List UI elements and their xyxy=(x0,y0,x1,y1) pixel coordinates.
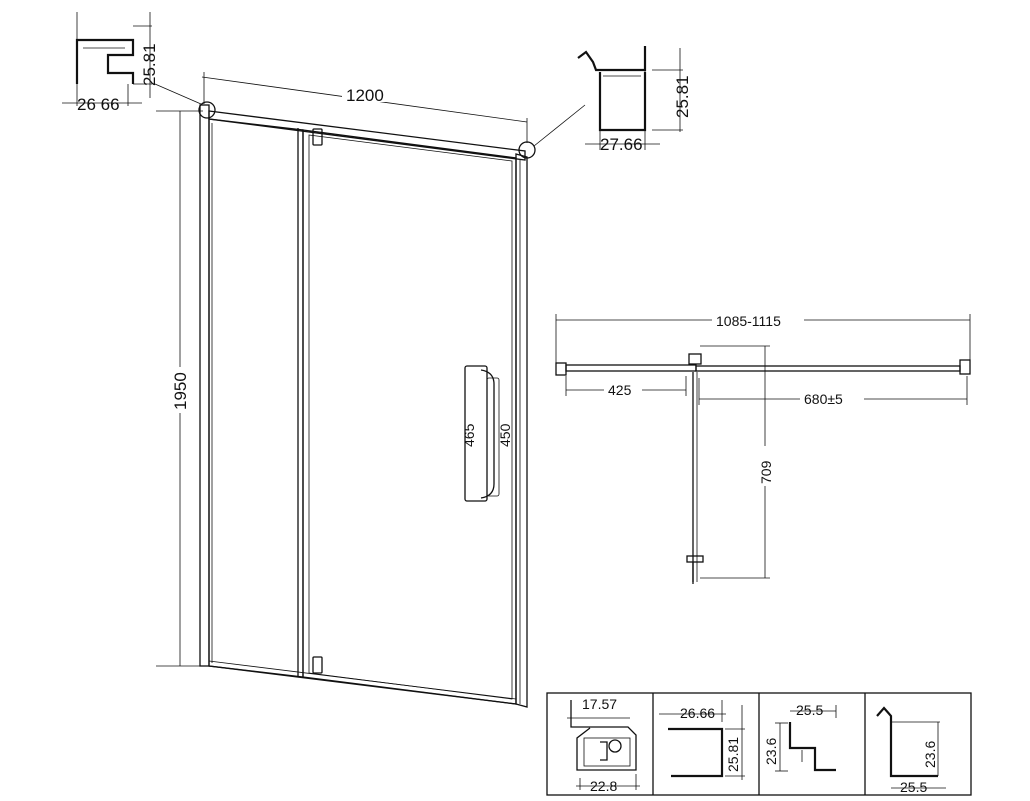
profile-cell-2-top-label: 26.66 xyxy=(680,705,715,721)
profile-cell-4: 23.6 25.5 xyxy=(876,706,946,795)
wall-profile-right xyxy=(515,153,528,708)
plan-view: 1085-1115 425 680±5 709 xyxy=(555,311,971,584)
profile-cell-3-top-label: 25.5 xyxy=(796,702,823,718)
leader-line-right xyxy=(533,104,586,147)
plan-hinge xyxy=(688,353,702,365)
leader-line-left xyxy=(154,83,202,105)
profile-detail-top-left: 25.81 26 66 xyxy=(62,12,159,114)
profile-cell-2-side-label: 25.81 xyxy=(725,737,741,772)
profile-cell-3: 25.5 23.6 xyxy=(763,702,837,772)
profile-top-left-height-label: 25.81 xyxy=(140,43,159,86)
door-elevation xyxy=(199,104,528,708)
profile-top-right-height-label: 25.81 xyxy=(673,75,692,118)
profile-cell-1-top-label: 17.57 xyxy=(582,696,617,712)
plan-wall-profile-right xyxy=(959,359,971,375)
overall-height-label: 1950 xyxy=(171,372,190,410)
profile-cell-4-side-label: 23.6 xyxy=(922,741,938,768)
plan-fixed-panel xyxy=(565,364,697,372)
swing-depth-label: 709 xyxy=(758,460,774,484)
profile-table: 17.57 22.8 26.66 25.81 25.5 23.6 xyxy=(546,692,972,796)
install-range-label: 1085-1115 xyxy=(716,313,781,329)
detail-callout-left xyxy=(198,101,216,119)
fixed-part-label: 425 xyxy=(608,382,632,398)
fixed-panel xyxy=(208,118,304,678)
door-panel xyxy=(302,129,517,705)
wall-profile-left xyxy=(199,104,210,667)
profile-detail-top-right: 25.81 27.66 xyxy=(577,46,692,154)
hinge-top xyxy=(312,128,323,146)
profile-cell-4-bottom-label: 25.5 xyxy=(900,779,927,795)
profile-cell-1-bottom-label: 22.8 xyxy=(590,778,617,794)
door-opening-label: 680±5 xyxy=(804,391,843,407)
overall-width-dimension: 1200 xyxy=(201,72,528,143)
profile-top-right-width-label: 27.66 xyxy=(600,135,643,154)
profile-top-left-width-label: 26 66 xyxy=(77,95,120,114)
profile-cell-1: 17.57 22.8 xyxy=(567,696,640,794)
hinge-bottom xyxy=(312,656,323,674)
profile-cell-3-side-label: 23.6 xyxy=(763,738,779,765)
overall-height-dimension: 1950 xyxy=(156,110,203,667)
plan-door-panel xyxy=(695,365,961,372)
overall-width-label: 1200 xyxy=(346,86,384,105)
top-frame xyxy=(208,110,526,161)
plan-wall-profile-left xyxy=(555,362,567,376)
profile-cell-2: 26.66 25.81 xyxy=(659,700,745,780)
handle-outer-label: 465 xyxy=(461,423,477,447)
handle-inner-label: 450 xyxy=(497,423,513,447)
